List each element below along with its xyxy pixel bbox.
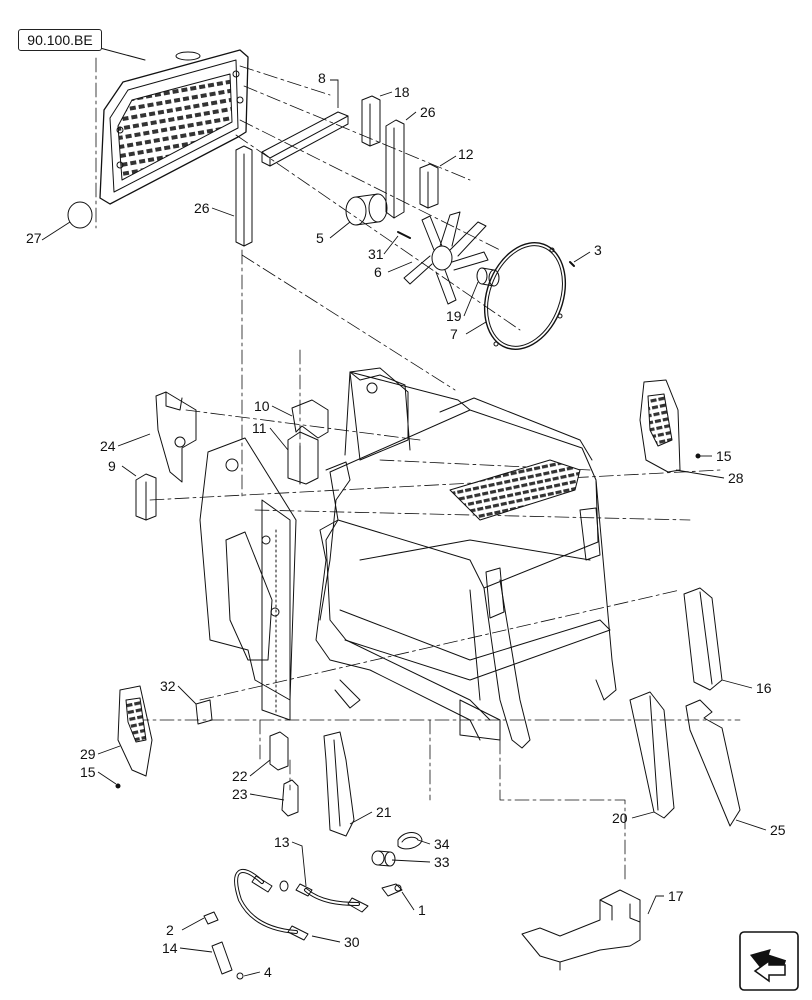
fan-shroud-ring-7 [483,242,567,350]
foam-block-10 [291,399,329,439]
callout-19: 19 [446,308,462,324]
alignment-lines [95,57,741,881]
foam-block-23 [281,779,299,817]
bolt-31 [397,231,411,239]
callout-32: 32 [160,678,176,694]
right-upright [349,367,409,461]
callout-25: 25 [770,822,786,838]
decal-32 [195,699,213,725]
reference-leader-line [99,47,146,61]
reference-code-box[interactable]: 90.100.BE [18,29,102,51]
callout-9: 9 [108,458,116,474]
callout-12: 12 [458,146,474,162]
callout-31: 31 [368,246,384,262]
callout-8: 8 [318,70,326,86]
foam-block-18 [361,95,381,147]
foam-block-11 [287,431,319,485]
fan-6 [403,211,489,305]
callout-5: 5 [316,230,324,246]
foam-pad-16 [683,587,723,691]
screw-3 [569,261,575,267]
callout-11: 11 [252,420,267,436]
side-grille-28 [639,379,681,473]
callout-14: 14 [162,940,178,956]
foam-block-22 [269,731,289,771]
foam-block-12 [419,163,439,209]
callout-6: 6 [374,264,382,280]
callout-18: 18 [394,84,410,100]
callout-4: 4 [264,964,272,980]
callout-2: 2 [166,922,174,938]
foam-strip-8 [261,111,349,167]
main-cab-frame [315,371,617,749]
callout-33: 33 [434,854,450,870]
callout-34: 34 [434,836,450,852]
fastener-15-left [115,783,121,789]
callout-26: 26 [420,104,436,120]
foam-insert-24 [155,391,197,483]
foam-pad-20 [629,691,675,819]
rear-grille-panel [99,49,249,205]
callout-22: 22 [232,768,248,784]
callout-17: 17 [668,888,684,904]
callout-30: 30 [344,934,360,950]
grommet-33 [371,850,396,867]
left-side-panel [199,437,297,701]
callout-26: 26 [194,200,210,216]
rear-post [261,499,291,721]
callout-7: 7 [450,326,458,342]
callout-23: 23 [232,786,248,802]
next-page-arrow-icon[interactable] [739,931,799,991]
fan-hub-5 [345,193,388,226]
callout-10: 10 [254,398,270,414]
hose-assembly [203,869,403,980]
foam-block-9 [135,473,157,521]
callout-28: 28 [728,470,744,486]
callout-20: 20 [612,810,628,826]
fastener-15-right [695,453,701,459]
callout-15: 15 [716,448,732,464]
foam-pad-25 [685,699,741,827]
side-grille-29 [117,685,153,777]
callout-24: 24 [100,438,116,454]
decal-27 [67,201,93,229]
foam-strip-26-right [385,119,405,219]
callout-3: 3 [594,242,602,258]
callout-21: 21 [376,804,392,820]
foam-pad-21 [323,731,355,837]
bracket-17 [521,889,641,971]
foam-strip-26-left [235,145,253,247]
callout-16: 16 [756,680,772,696]
callout-1: 1 [418,902,426,918]
callout-29: 29 [80,746,96,762]
clip-34 [397,832,423,850]
callout-13: 13 [274,834,290,850]
callout-15: 15 [80,764,96,780]
callout-27: 27 [26,230,42,246]
